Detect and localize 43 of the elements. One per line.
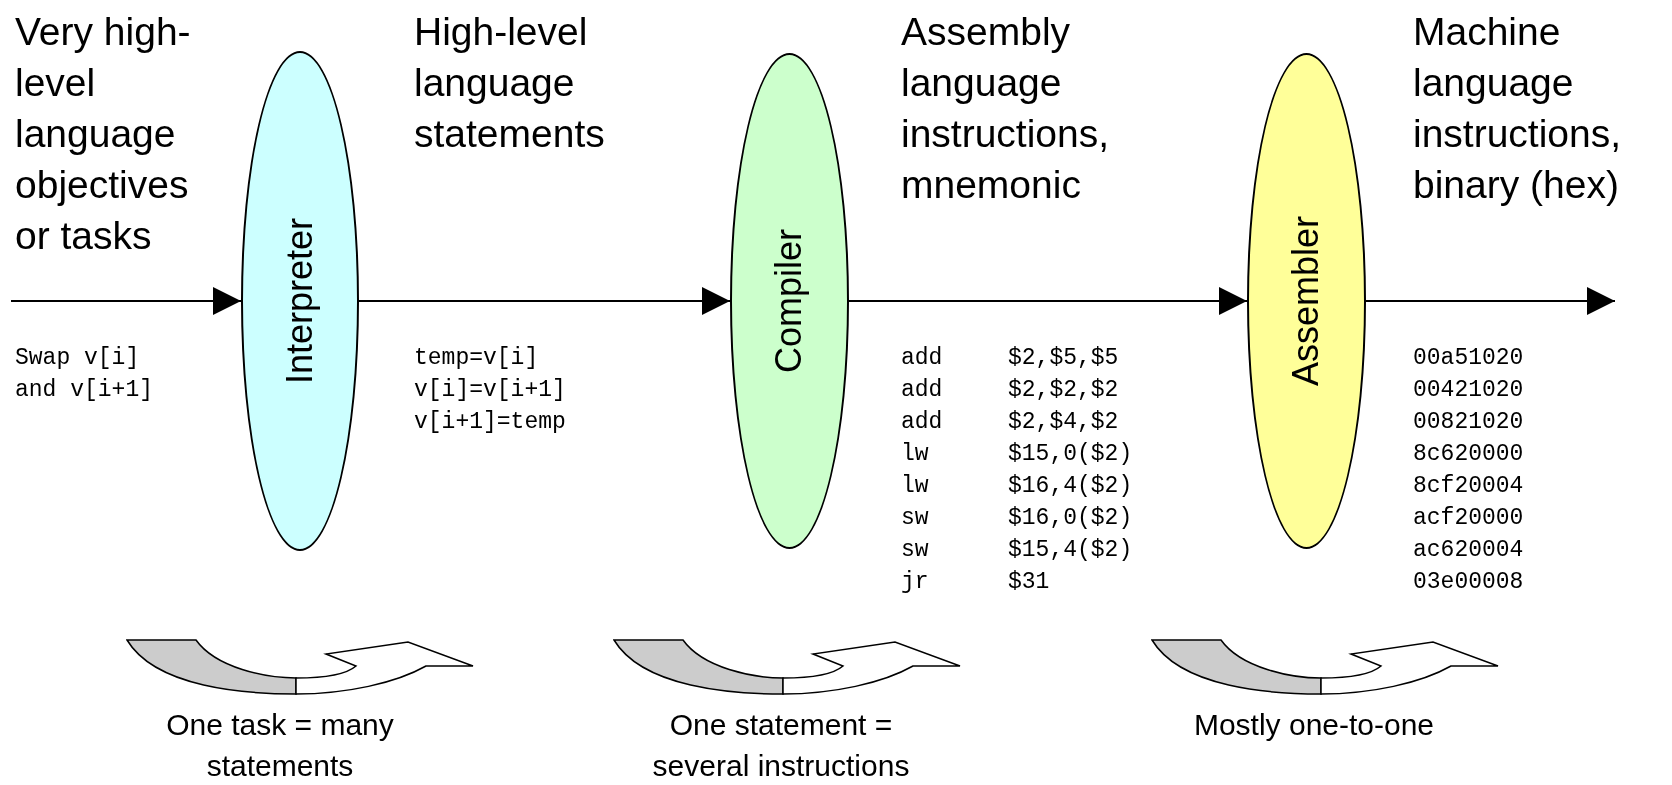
hex-code: 8cf20004	[1413, 472, 1524, 501]
operand-list: $2,$4,$2	[1008, 406, 1119, 438]
arrow	[10, 287, 242, 315]
arrow	[848, 287, 1248, 315]
operand-list: $2,$2,$2	[1008, 374, 1119, 406]
arrow	[358, 287, 731, 315]
instruction-mnemonic: lw	[901, 472, 929, 501]
column-heading: Machine language instructions, binary (hex)	[1413, 9, 1623, 208]
instruction-mnemonic: add	[901, 376, 943, 405]
instruction-mnemonic: add	[901, 344, 943, 373]
hex-code: acf20000	[1413, 504, 1524, 533]
operand-list: $16,0($2)	[1008, 502, 1133, 534]
instruction-mnemonic: sw	[901, 504, 929, 533]
caption: One task = many statements	[165, 707, 395, 784]
code-line: temp=v[i]	[414, 344, 539, 373]
hex-code: 00821020	[1413, 408, 1524, 437]
code-line: Swap v[i]	[15, 344, 140, 373]
instruction-mnemonic: sw	[901, 536, 929, 565]
caption: Mostly one-to-one	[1192, 707, 1436, 743]
hex-code: ac620004	[1413, 536, 1524, 565]
column-heading: Assembly language instructions, mnemonic	[901, 9, 1111, 208]
code-line: v[i]=v[i+1]	[414, 376, 566, 405]
operand-list: $16,4($2)	[1008, 470, 1133, 502]
instruction-mnemonic: jr	[901, 568, 929, 597]
operand-list: $15,4($2)	[1008, 534, 1133, 566]
operand-list: $2,$5,$5	[1008, 342, 1119, 374]
hex-code: 03e00008	[1413, 568, 1524, 597]
arrow	[1365, 287, 1616, 315]
operand-list: $31	[1008, 566, 1050, 598]
process-label: Assembler	[1285, 215, 1328, 387]
operand-list: $15,0($2)	[1008, 438, 1133, 470]
code-line: and v[i+1]	[15, 376, 154, 405]
hex-code: 8c620000	[1413, 440, 1524, 469]
process-label: Compiler	[768, 229, 811, 373]
column-heading: High-level language statements	[414, 9, 606, 157]
process-label: Interpreter	[279, 217, 321, 385]
instruction-mnemonic: add	[901, 408, 943, 437]
caption: One statement = several instructions	[651, 707, 911, 784]
column-heading: Very high-level language objectives or tasks	[15, 9, 192, 259]
hex-code: 00a51020	[1413, 344, 1524, 373]
code-line: v[i+1]=temp	[414, 408, 566, 437]
hex-code: 00421020	[1413, 376, 1524, 405]
instruction-mnemonic: lw	[901, 440, 929, 469]
